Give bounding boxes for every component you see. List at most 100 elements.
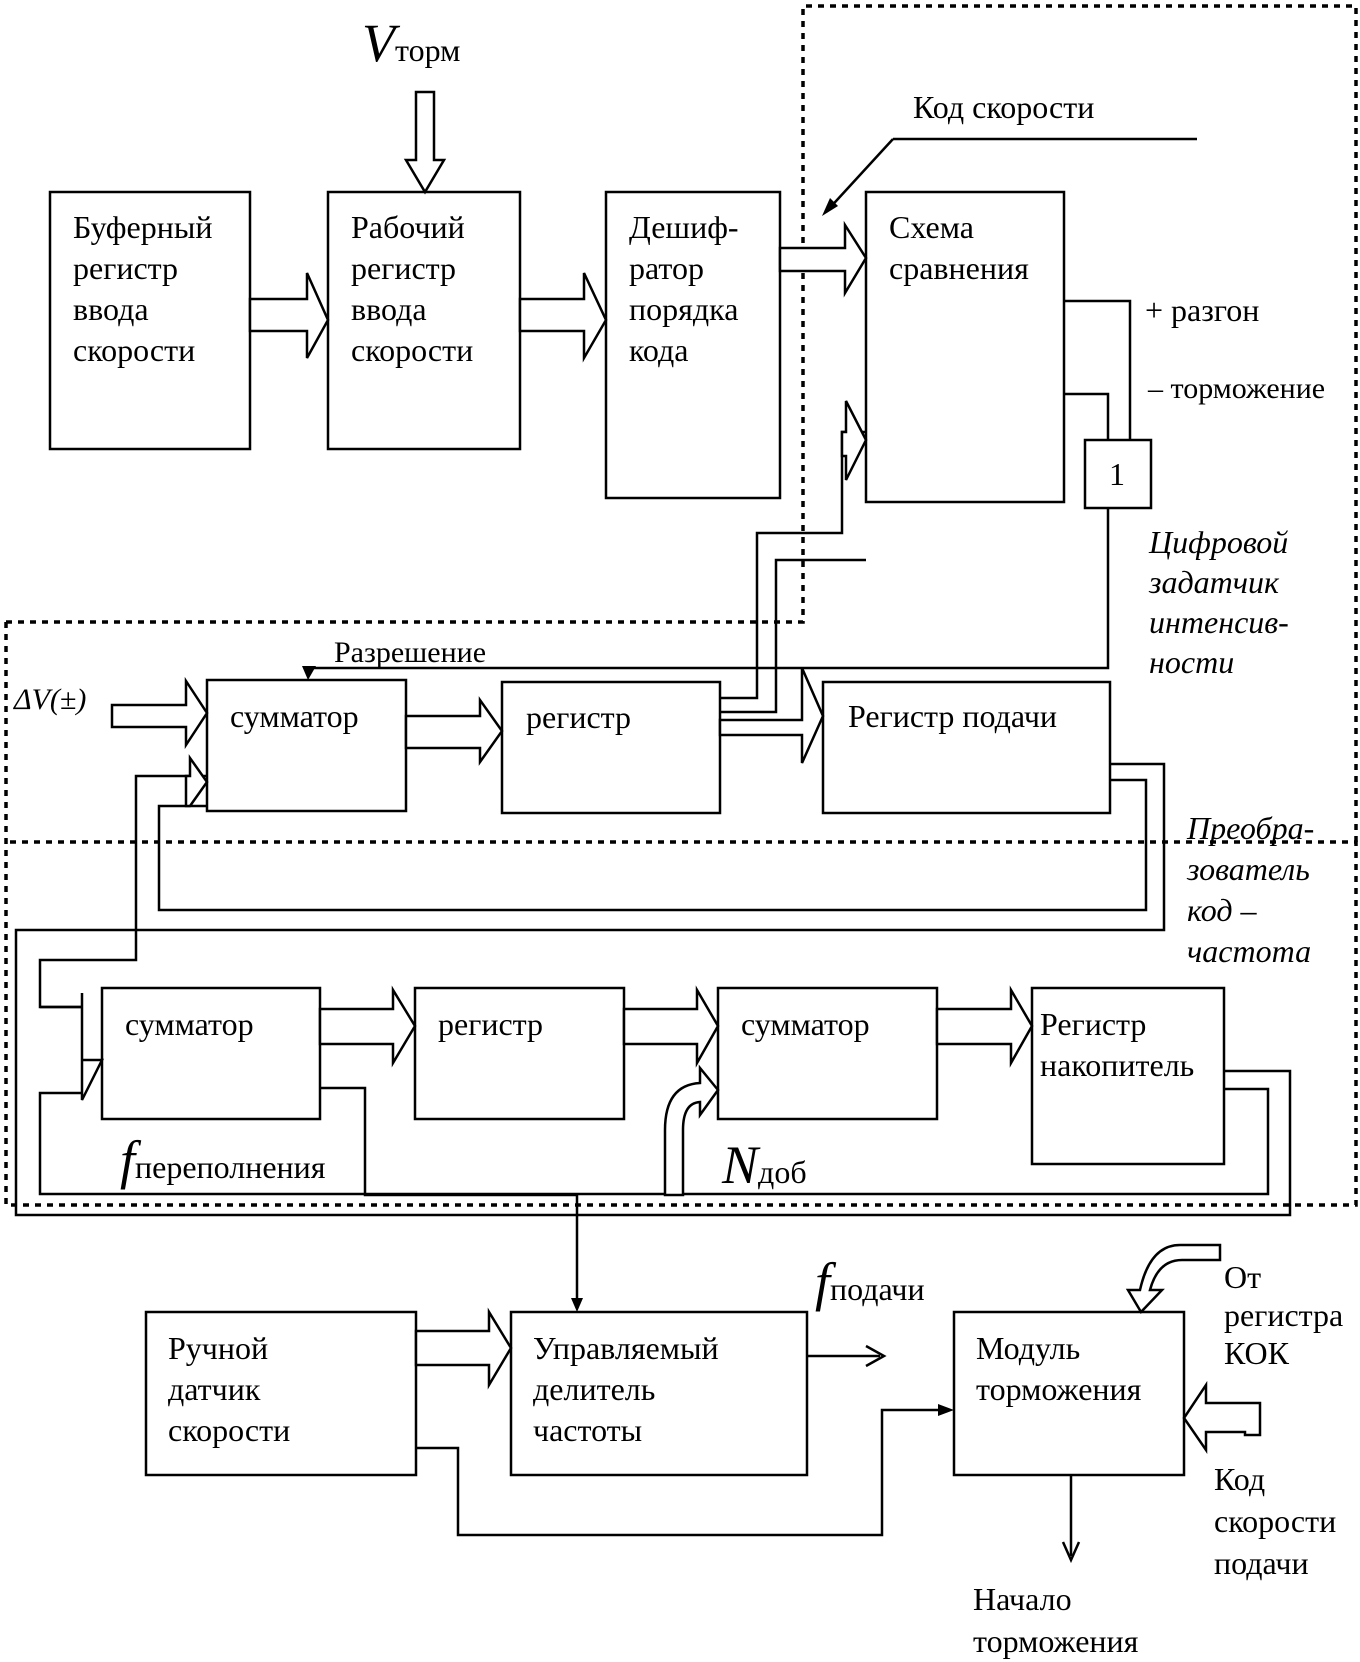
delta-v-label: ΔV(±) <box>14 683 87 716</box>
register-2-block <box>413 986 626 1121</box>
brake-start-label: Начало торможения <box>973 1578 1138 1662</box>
permission-label: Разрешение <box>334 636 487 669</box>
v-brake-symbol: V <box>362 13 395 73</box>
bus-arrow-sensor-to-divider <box>414 1307 513 1390</box>
f-overflow-subscript: переполнения <box>135 1149 326 1185</box>
label-line: частота <box>1187 933 1312 969</box>
v-brake-subscript: торм <box>395 32 461 68</box>
n-add-label: Nдоб <box>722 1138 807 1192</box>
label-line: Рабочий <box>351 209 465 245</box>
feed-register-label: Регистр подачи <box>848 698 1058 734</box>
accel-label: + разгон <box>1145 292 1260 328</box>
adder-2-label: сумматор <box>125 1006 254 1042</box>
accumulator-feedback-inner <box>38 1087 1270 1196</box>
label-line: зователь <box>1187 851 1310 887</box>
label-line: Преобра- <box>1187 810 1315 846</box>
speed-code-arrowhead <box>822 198 838 216</box>
f-overflow-label: fпереполнения <box>120 1133 326 1187</box>
label-line: делитель <box>533 1371 656 1407</box>
label-line: регистр <box>73 250 179 286</box>
bus-arrow-work-to-decoder <box>518 272 608 363</box>
buffer-register-label: Буферный регистр ввода скорости <box>73 207 212 371</box>
label-line: ности <box>1149 644 1235 680</box>
f-overflow-symbol: f <box>120 1130 136 1190</box>
feed-speed-code-arrow <box>1182 1380 1262 1455</box>
adder-3-block <box>716 986 939 1121</box>
bus-arrow-decoder-to-comparator <box>778 220 868 298</box>
feed-register-block <box>821 680 1112 815</box>
accel-line <box>1064 299 1132 440</box>
feed-output-arrowhead <box>865 1344 887 1368</box>
speed-code-line-diag <box>825 138 894 213</box>
label-line: скорости <box>351 332 474 368</box>
label-line: Схема <box>889 209 974 245</box>
overflow-line <box>320 1086 579 1302</box>
bus-arrow-adder3-to-accumulator <box>935 985 1034 1068</box>
label-line: подачи <box>1214 1545 1309 1581</box>
intensity-setter-region <box>6 4 1358 842</box>
label-line: Регистр <box>1040 1006 1147 1042</box>
brake-module-label: Модуль торможения <box>976 1328 1141 1410</box>
label-line: скорости <box>168 1412 291 1448</box>
label-line: КОК <box>1224 1335 1289 1371</box>
f-feed-subscript: подачи <box>830 1271 925 1307</box>
brake-module-block <box>952 1310 1186 1477</box>
permission-arrowhead <box>302 666 316 680</box>
register-1-block <box>500 680 722 815</box>
bus-arrow-register1-to-feed <box>718 667 825 764</box>
bus-register-to-comparator-b <box>720 558 866 714</box>
label-line: частоты <box>533 1412 643 1448</box>
or-gate-block <box>1083 438 1153 510</box>
label-line: регистр <box>351 250 457 286</box>
intensity-setter-region-label: Цифровой задатчик интенсив- ности <box>1149 522 1289 682</box>
n-add-arrow <box>663 1064 720 1197</box>
bus-arrow-buffer-to-work <box>248 272 330 359</box>
label-line: Ручной <box>168 1330 269 1366</box>
label-line: сравнения <box>889 250 1029 286</box>
label-line: накопитель <box>1040 1047 1195 1083</box>
feed-feedback-outer <box>14 762 1292 1217</box>
feed-feedback-inner <box>157 778 1148 912</box>
from-kok-label: От регистра КОК <box>1224 1258 1343 1372</box>
label-line: датчик <box>168 1371 261 1407</box>
bus-arrow-adder2-to-register2 <box>318 985 417 1068</box>
manual-sensor-block <box>144 1310 418 1477</box>
work-register-label: Рабочий регистр ввода скорости <box>351 207 473 371</box>
sensor-to-brake-arrowhead <box>938 1404 954 1416</box>
label-line: интенсив- <box>1149 604 1289 640</box>
adder-1-label: сумматор <box>230 698 359 734</box>
label-line: кода <box>629 332 689 368</box>
bus-arrow-into-adder1-lower <box>184 754 209 808</box>
decel-label: – торможение <box>1148 372 1326 405</box>
bus-arrow-register2-to-adder3 <box>622 985 720 1068</box>
adder1-second-input <box>38 774 207 1009</box>
v-brake-label: Vторм <box>362 16 460 70</box>
label-line: Управляемый <box>533 1330 719 1366</box>
from-kok-arrow <box>1125 1243 1222 1315</box>
decoder-label: Дешиф- ратор порядка кода <box>629 207 739 371</box>
label-line: ввода <box>73 291 149 327</box>
label-line: задатчик <box>1149 564 1280 600</box>
n-add-subscript: доб <box>758 1154 807 1190</box>
speed-code-label: Код скорости <box>913 89 1095 125</box>
label-line: От <box>1224 1259 1262 1295</box>
label-line: Цифровой <box>1149 524 1289 560</box>
permission-line <box>314 508 1110 670</box>
label-line: ввода <box>351 291 427 327</box>
label-line: порядка <box>629 291 739 327</box>
label-line: регистра <box>1224 1297 1344 1333</box>
freq-divider-block <box>509 1310 809 1477</box>
label-line: торможения <box>973 1623 1139 1659</box>
decoder-block <box>604 190 782 500</box>
register-2-label: регистр <box>438 1006 544 1042</box>
decel-line <box>1064 392 1110 440</box>
label-line: Код <box>1214 1461 1266 1497</box>
bus-arrow-delta-v <box>110 676 209 750</box>
label-line: Дешиф- <box>629 209 739 245</box>
adder-1-block <box>205 678 408 813</box>
label-line: Буферный <box>73 209 213 245</box>
or-gate-label: 1 <box>1109 456 1125 492</box>
label-line: скорости <box>73 332 196 368</box>
freq-divider-label: Управляемый делитель частоты <box>533 1328 719 1451</box>
